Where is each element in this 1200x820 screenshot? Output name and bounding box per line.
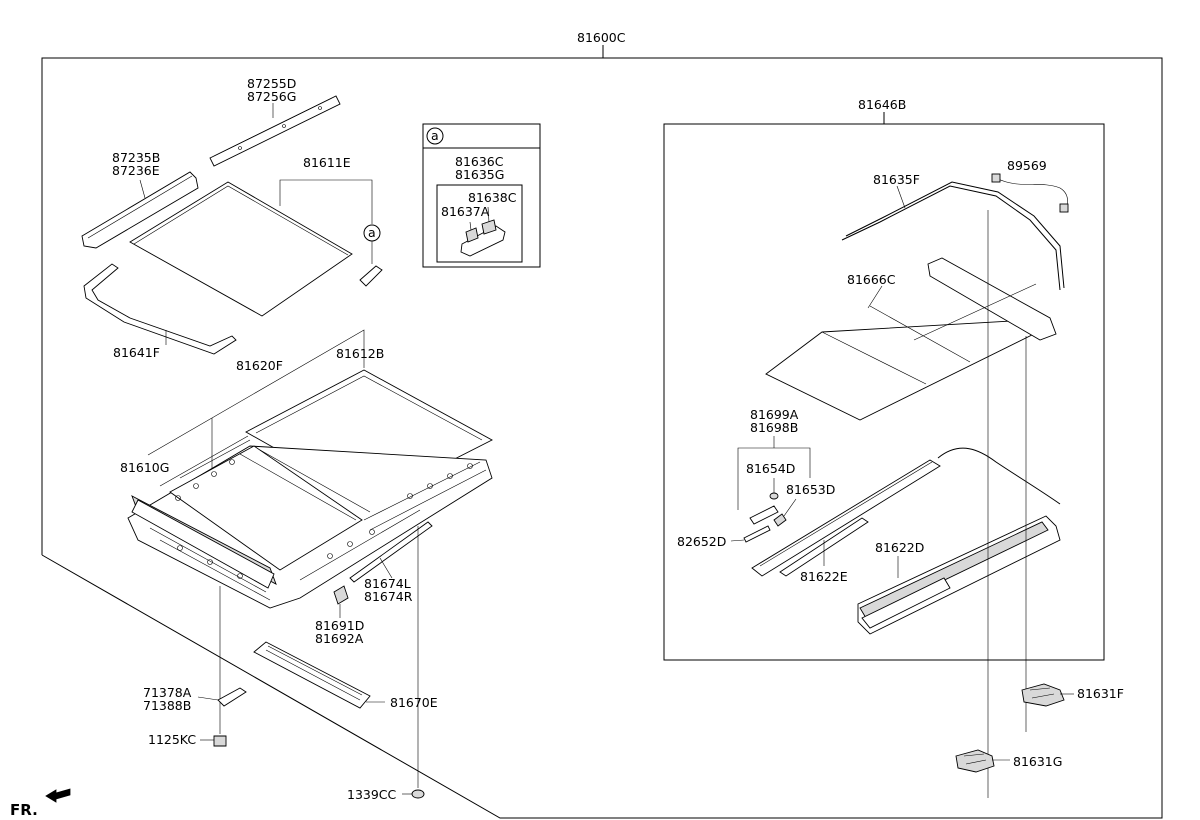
front-label: FR. — [10, 801, 38, 819]
part-label-81699a[interactable]: 81699A — [750, 407, 799, 422]
part-label-81666c[interactable]: 81666C — [847, 272, 896, 287]
part-label-81698b[interactable]: 81698B — [750, 420, 798, 435]
part-label-81674r[interactable]: 81674R — [364, 589, 413, 604]
part-label-81653d[interactable]: 81653D — [786, 482, 835, 497]
front-arrow-icon — [45, 788, 71, 803]
motor-81631f: 81631F — [1021, 336, 1124, 732]
part-label-89569[interactable]: 89569 — [1007, 158, 1047, 173]
part-label-87255d[interactable]: 87255D — [247, 76, 296, 91]
rail-81674l: 81674L 81674R — [349, 521, 433, 604]
drain-81670e: 81670E — [253, 526, 438, 788]
part-label-81691d[interactable]: 81691D — [315, 618, 364, 633]
part-label-81638c[interactable]: 81638C — [468, 190, 517, 205]
part-label-71388b[interactable]: 71388B — [143, 698, 191, 713]
sub-assembly-frame: 81646B — [663, 97, 1105, 661]
front-glass-81611e: 81611E a — [129, 155, 383, 317]
part-label-81692a[interactable]: 81692A — [315, 631, 364, 646]
part-label-81670e[interactable]: 81670E — [390, 695, 438, 710]
part-label-71378a[interactable]: 71378A — [143, 685, 192, 700]
part-label-81631g[interactable]: 81631G — [1013, 754, 1062, 769]
bracket-71378a: 71378A 71388B — [143, 586, 247, 734]
part-label-81674l[interactable]: 81674L — [364, 576, 411, 591]
cable-81635f: 81635F — [841, 172, 1065, 291]
detail-box-a: a 81636C 81635G 81638C 81637A — [422, 123, 541, 268]
front-trim-87255d: 87255D 87256G — [209, 76, 341, 167]
callout-marker-a: a — [368, 225, 376, 240]
assembly-frame: 81600C — [41, 30, 1163, 819]
frame-bolts — [175, 459, 473, 579]
bracket-group-81699a: 81699A 81698B 81654D 81653D 82652D — [677, 407, 835, 549]
part-label-81636c[interactable]: 81636C — [455, 154, 504, 169]
part-label-81641f[interactable]: 81641F — [113, 345, 160, 360]
part-label-81622e[interactable]: 81622E — [800, 569, 848, 584]
part-label-81620f[interactable]: 81620F — [236, 358, 283, 373]
part-label-1339cc[interactable]: 1339CC — [347, 787, 397, 802]
part-label-81654d[interactable]: 81654D — [746, 461, 795, 476]
assembly-label[interactable]: 81600C — [577, 30, 626, 45]
part-label-87256g[interactable]: 87256G — [247, 89, 296, 104]
nut-1339cc: 1339CC — [347, 787, 425, 802]
deflector-81641f: 81641F — [83, 263, 237, 360]
part-label-87235b[interactable]: 87235B — [112, 150, 160, 165]
bolt-1125kc: 1125KC — [148, 732, 227, 747]
part-label-81612b[interactable]: 81612B — [336, 346, 384, 361]
part-label-81635g[interactable]: 81635G — [455, 167, 504, 182]
detail-box-marker: a — [431, 128, 439, 143]
part-label-81637a[interactable]: 81637A — [441, 204, 490, 219]
part-label-81611e[interactable]: 81611E — [303, 155, 351, 170]
part-label-81622d[interactable]: 81622D — [875, 540, 924, 555]
part-label-81631f[interactable]: 81631F — [1077, 686, 1124, 701]
shade-81666c: 81666C — [765, 257, 1057, 421]
part-label-82652d[interactable]: 82652D — [677, 534, 726, 549]
clip-81691d: 81691D 81692A — [315, 585, 364, 646]
side-trim-87235b: 87235B 87236E — [81, 150, 199, 249]
front-direction-indicator: FR. — [10, 788, 71, 819]
sunroof-frame-81620f: 81620F 81612B 81610G — [120, 329, 493, 609]
part-label-87236e[interactable]: 87236E — [112, 163, 160, 178]
part-label-81610g[interactable]: 81610G — [120, 460, 169, 475]
part-label-81635f[interactable]: 81635F — [873, 172, 920, 187]
part-label-1125kc[interactable]: 1125KC — [148, 732, 196, 747]
wiring-89569: 89569 — [991, 158, 1069, 213]
guide-rail-81622d: 81622D 81622E — [751, 447, 1061, 635]
sub-assembly-label[interactable]: 81646B — [858, 97, 906, 112]
motor-81631g: 81631G — [955, 210, 1062, 798]
